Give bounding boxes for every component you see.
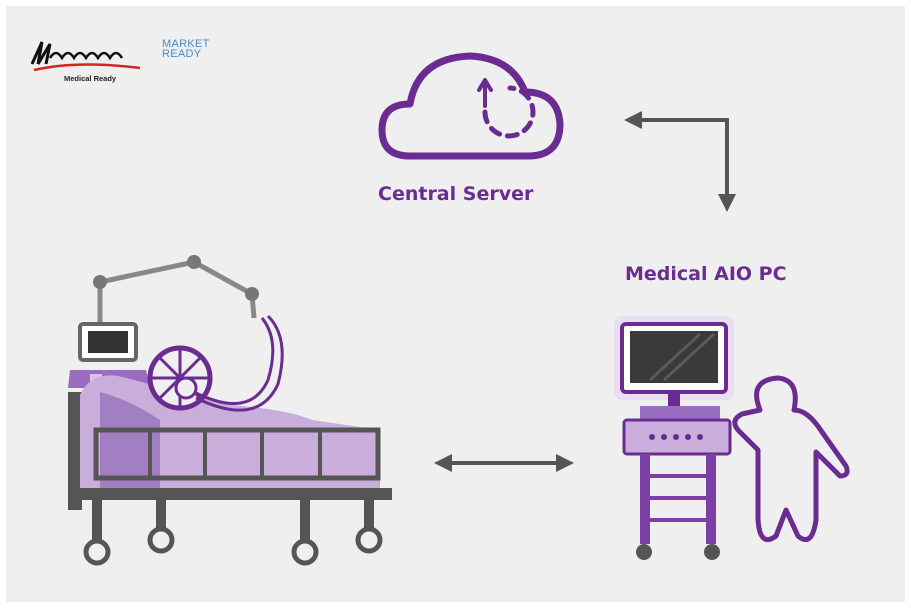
central-server-label: Central Server xyxy=(378,183,534,205)
medical-aio-pc-label: Medical AIO PC xyxy=(625,263,787,285)
bidirectional-arrow-icon xyxy=(434,454,574,472)
elbow-arrow-icon xyxy=(624,111,736,212)
person-icon xyxy=(732,375,850,542)
hospital-bed-icon xyxy=(68,255,392,566)
company-logo: MARKET READY Medical Ready xyxy=(28,34,210,84)
logo-tagline: Medical Ready xyxy=(64,74,117,83)
diagram-background xyxy=(6,6,905,602)
cloud-upload-icon xyxy=(378,52,564,160)
logo-brand-text: MARKET READY xyxy=(162,38,210,60)
medical-cart-icon xyxy=(614,316,734,560)
logo-signature-icon xyxy=(30,41,141,72)
